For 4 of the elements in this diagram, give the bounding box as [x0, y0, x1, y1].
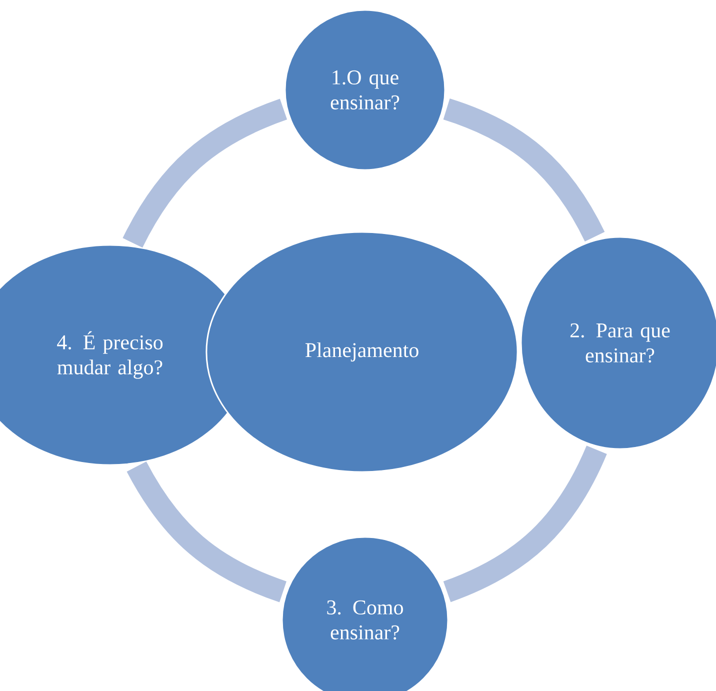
ring-arc: [122, 98, 288, 248]
ring-arc: [443, 98, 605, 242]
ring-arc: [126, 461, 287, 602]
ring-arc: [443, 445, 607, 602]
